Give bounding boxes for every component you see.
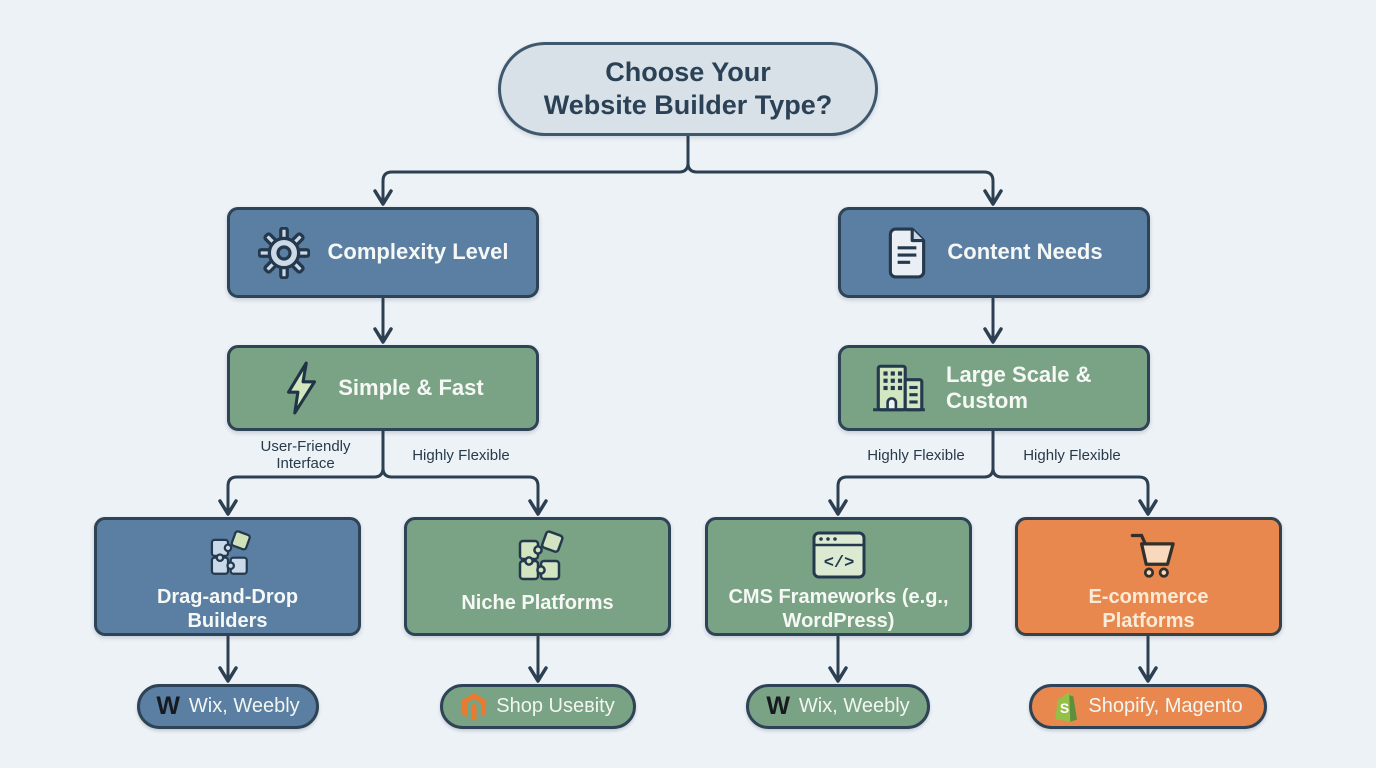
node-label: Complexity Level	[327, 239, 509, 265]
pill-label: Wix, Weebly	[188, 695, 300, 717]
shopify-logo: S	[1055, 692, 1078, 722]
node-content-needs: Content Needs	[838, 207, 1150, 298]
lightning-icon	[287, 361, 317, 415]
pill-label: Shop Useвity	[496, 695, 615, 717]
edge-label-highly-flexible-3: Highly Flexible	[1023, 447, 1121, 464]
node-ecommerce-platforms: E-commerce Platforms	[1015, 517, 1282, 636]
edge-label-user-friendly: User-Friendly Interface	[260, 438, 351, 473]
pill-shop-userity: Shop Useвity	[440, 684, 636, 729]
wix-logo: W	[766, 692, 790, 720]
node-drag-and-drop-builders: Drag-and-Drop Builders	[94, 517, 361, 636]
node-label: Content Needs	[947, 239, 1103, 265]
connector-paths	[226, 134, 1150, 681]
node-simple-fast: Simple & Fast	[227, 345, 539, 431]
node-label: CMS Frameworks (e.g., WordPress)	[728, 586, 949, 632]
document-icon	[889, 227, 926, 278]
title-line1: Choose Your	[605, 56, 771, 87]
pill-wix-weebly-1: W Wix, Weebly	[137, 684, 319, 729]
pill-wix-weebly-2: W Wix, Weebly	[746, 684, 930, 729]
node-label: Simple & Fast	[338, 374, 484, 400]
node-cms-frameworks: </> CMS Frameworks (e.g., WordPress)	[705, 517, 972, 636]
puzzle-icon	[518, 530, 564, 581]
node-label: Drag-and-Drop Builders	[156, 586, 299, 632]
title-node: Choose Your Website Builder Type?	[498, 42, 878, 136]
cart-icon	[1130, 533, 1175, 578]
node-label: E-commerce Platforms	[1088, 586, 1209, 632]
node-label: Large Scale & Custom	[946, 361, 1092, 413]
pill-shopify-magento: S Shopify, Magento	[1029, 684, 1267, 729]
gear-icon	[257, 226, 310, 279]
node-large-scale-custom: Large Scale & Custom	[838, 345, 1150, 431]
code-browser-icon: </>	[812, 531, 865, 579]
pill-label: Wix, Weebly	[798, 695, 910, 717]
building-icon	[873, 364, 925, 412]
wix-logo: W	[156, 692, 180, 720]
node-complexity-level: Complexity Level	[227, 207, 539, 298]
node-niche-platforms: Niche Platforms	[404, 517, 671, 636]
edge-label-highly-flexible-2: Highly Flexible	[867, 447, 965, 464]
code-glyph: </>	[823, 554, 854, 573]
node-label: Niche Platforms	[461, 592, 614, 614]
puzzle-icon	[210, 530, 251, 575]
pill-label: Shopify, Magento	[1088, 695, 1243, 717]
title-line2: Website Builder Type?	[543, 90, 833, 120]
edge-label-highly-flexible-1: Highly Flexible	[412, 447, 510, 464]
arrowheads	[218, 189, 1158, 683]
shopify-glyph: S	[1060, 700, 1069, 716]
magento-logo	[462, 692, 487, 721]
